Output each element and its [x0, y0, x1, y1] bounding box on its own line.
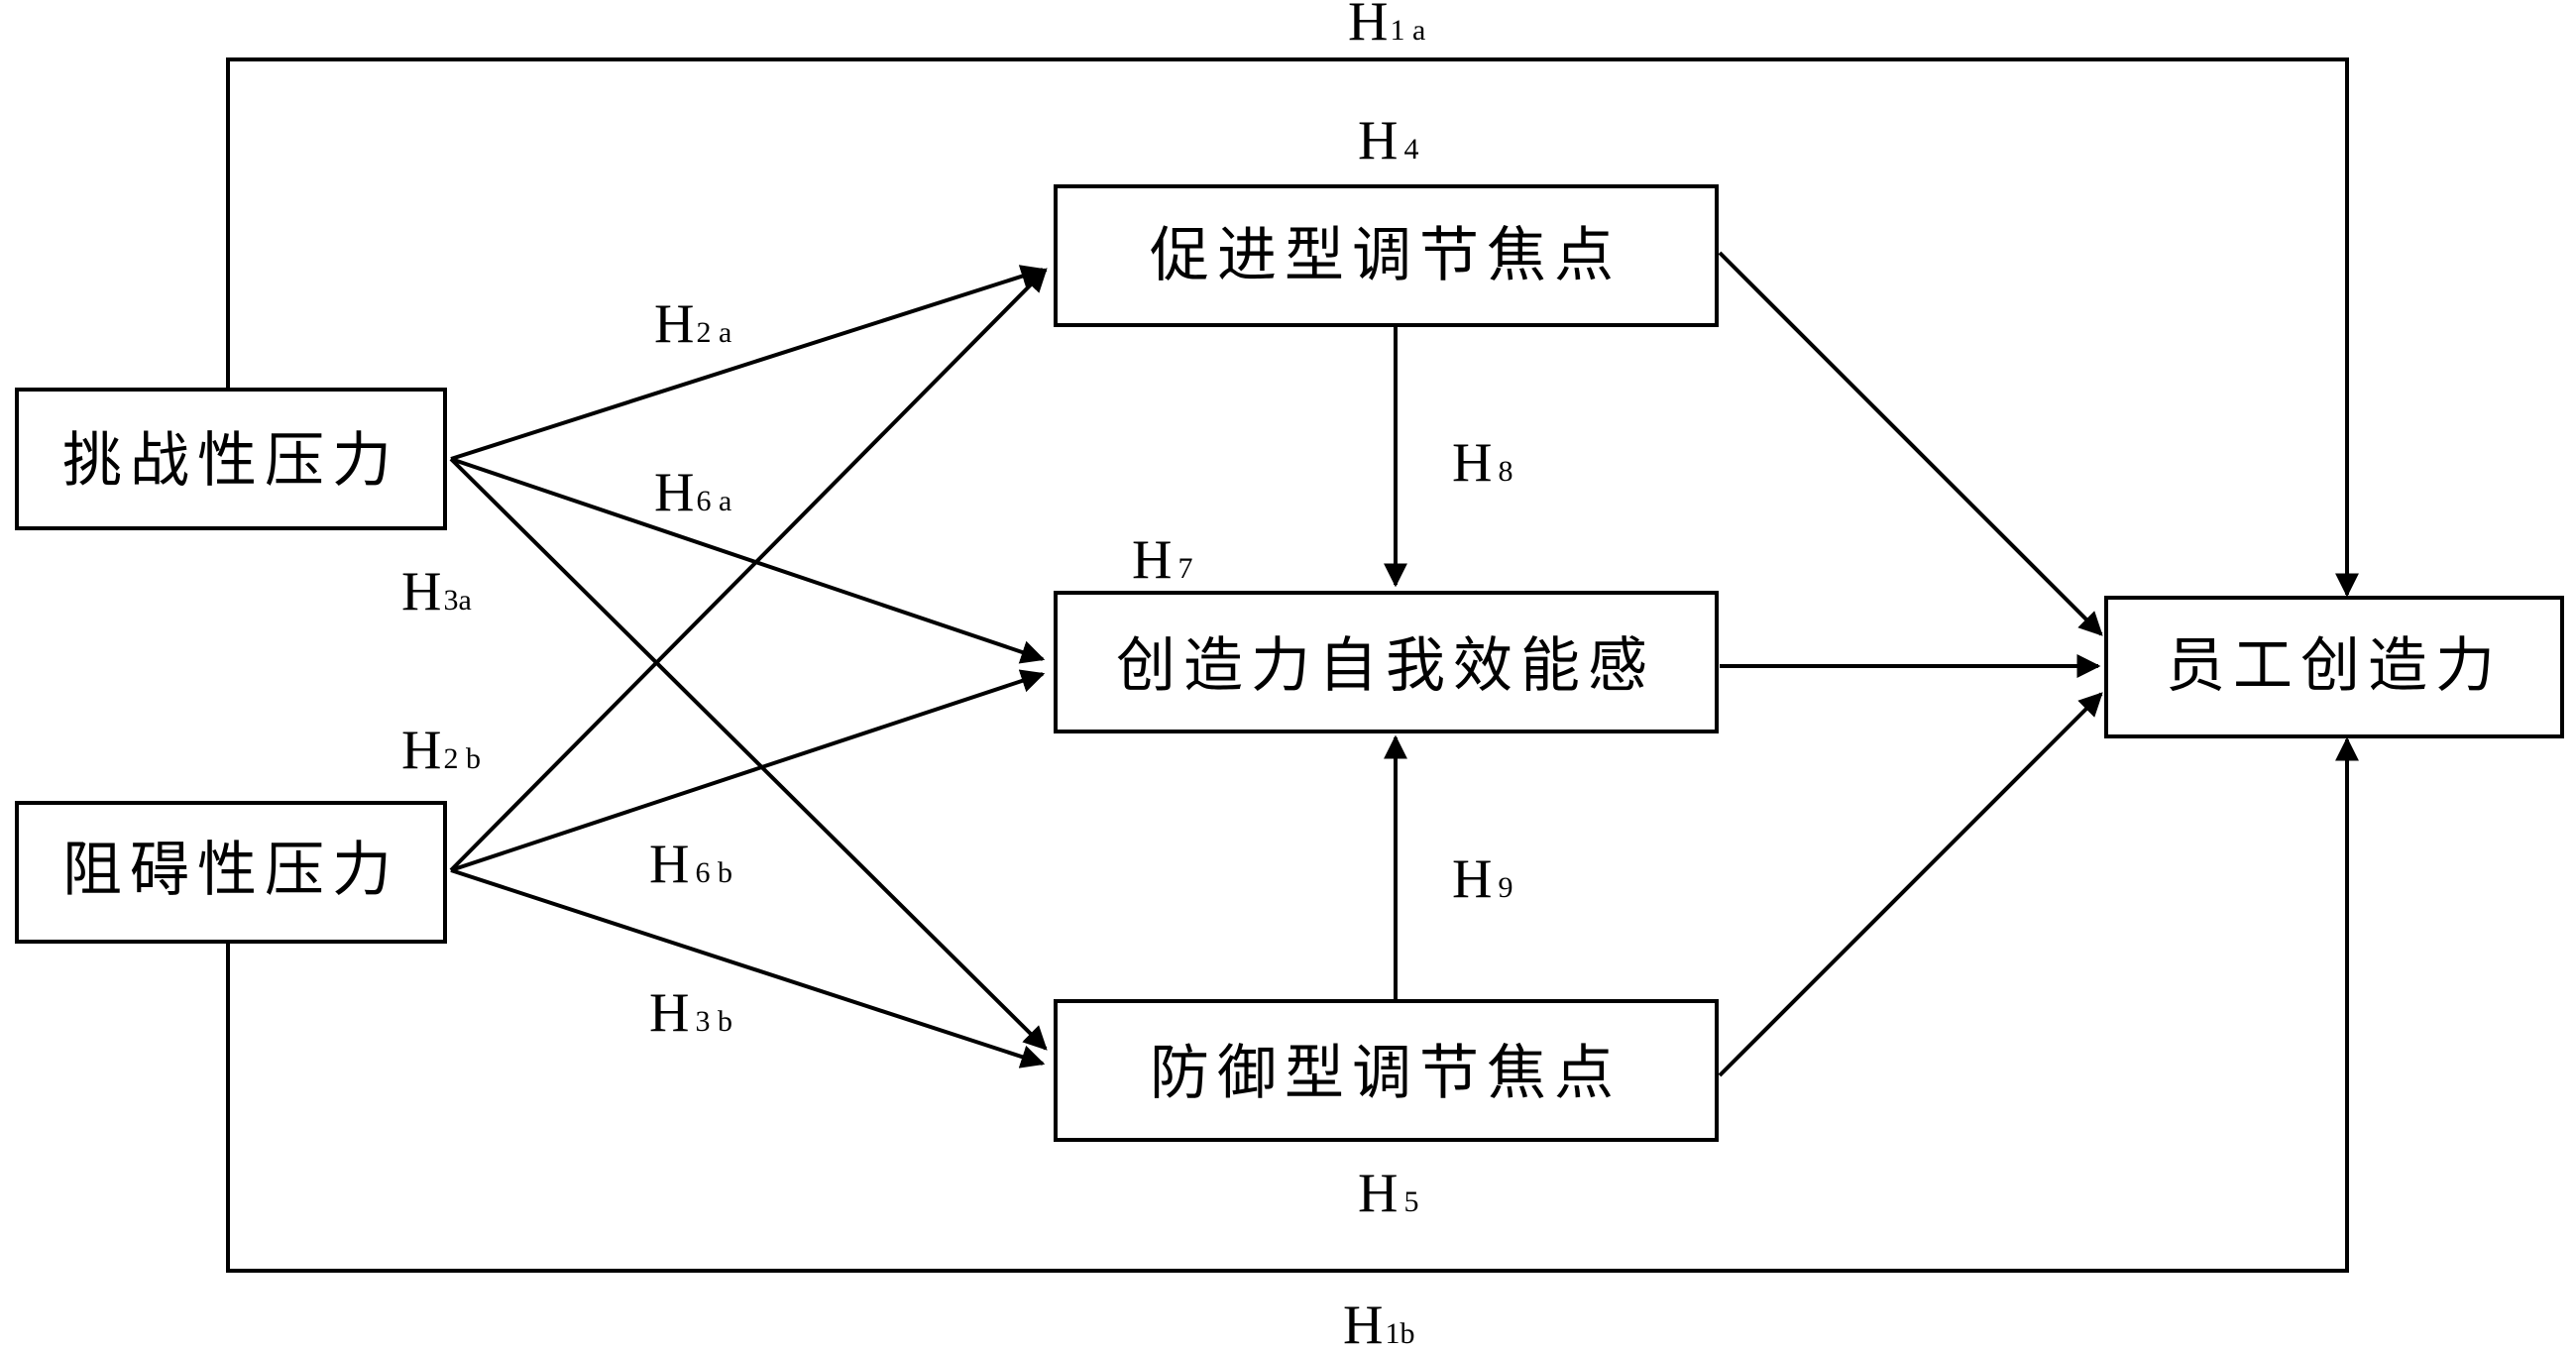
node-label-hindrance-stress: 阻碍性压力	[62, 836, 399, 905]
hyp-label-h2b: H2 b	[401, 720, 481, 781]
node-box-challenge-stress	[15, 388, 447, 530]
node-label-challenge-stress: 挑战性压力	[62, 426, 399, 496]
node-label-self-efficacy: 创造力自我效能感	[1116, 631, 1655, 701]
path-h5	[1718, 692, 2103, 1077]
hyp-label-h2a: H2 a	[654, 293, 731, 355]
node-box-self-efficacy	[1054, 591, 1719, 733]
path-h3a	[449, 457, 1048, 1051]
node-label-employee-creativity: 员工创造力	[2166, 631, 2503, 701]
path-h3b	[450, 868, 1046, 1069]
node-label-prevention-focus: 防御型调节焦点	[1150, 1039, 1622, 1108]
path-h4	[1718, 251, 2103, 636]
hyp-label-h6a: H6 a	[654, 462, 731, 523]
node-box-prevention-focus	[1054, 999, 1719, 1142]
hyp-label-h1b: H1b	[1343, 1295, 1414, 1351]
node-box-promotion-focus	[1054, 184, 1719, 327]
node-box-employee-creativity	[2104, 596, 2564, 738]
path-h1a	[226, 57, 2359, 598]
path-h6a	[450, 457, 1046, 664]
hyp-label-h1a: H1 a	[1348, 0, 1425, 53]
path-h2a	[450, 265, 1046, 461]
node-box-hindrance-stress	[15, 801, 447, 944]
hyp-label-h3a: H3a	[401, 561, 472, 622]
path-h6b	[450, 669, 1046, 872]
path-h1b	[226, 736, 2359, 1273]
node-label-promotion-focus: 促进型调节焦点	[1150, 221, 1622, 290]
path-h2b	[449, 268, 1048, 872]
